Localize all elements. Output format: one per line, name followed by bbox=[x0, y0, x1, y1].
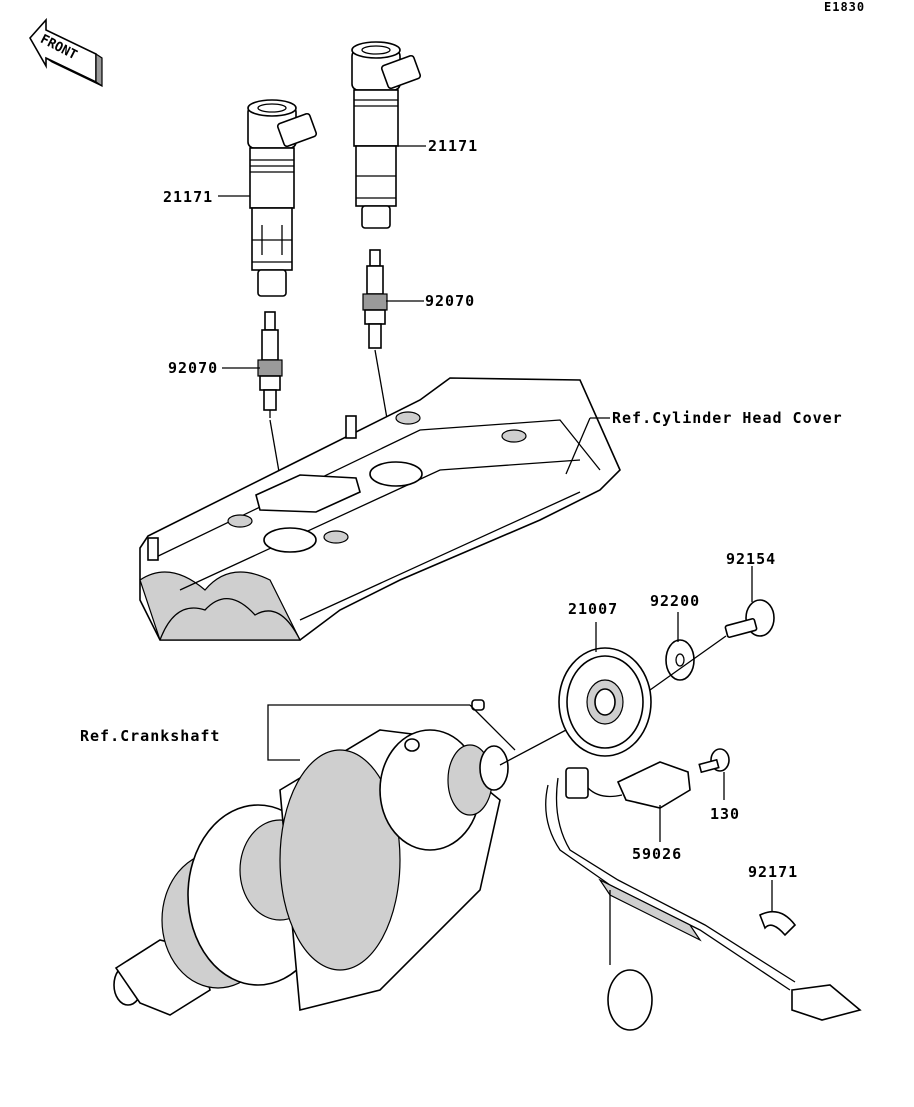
spark-plug-left[interactable] bbox=[257, 311, 283, 418]
pickup-coil-harness[interactable] bbox=[545, 761, 862, 1031]
label-crankshaft: Ref.Crankshaft bbox=[80, 727, 221, 745]
label-pickup-coil: 59026 bbox=[632, 845, 683, 863]
ignition-coil-right[interactable] bbox=[351, 41, 422, 229]
label-coil-left: 21171 bbox=[163, 188, 214, 206]
crankshaft[interactable] bbox=[113, 699, 509, 1016]
rotor-bolt[interactable] bbox=[724, 599, 775, 639]
diagram-code: E1830 bbox=[824, 0, 866, 14]
label-pickup-bolt: 130 bbox=[710, 805, 741, 823]
label-coil-right: 21171 bbox=[428, 137, 479, 155]
ignition-coil-left[interactable] bbox=[247, 99, 318, 297]
timing-rotor[interactable] bbox=[558, 647, 652, 757]
label-plug-left: 92070 bbox=[168, 359, 219, 377]
clamp[interactable] bbox=[758, 910, 797, 937]
label-rotor-bolt: 92154 bbox=[726, 550, 777, 568]
label-clamp: 92171 bbox=[748, 863, 799, 881]
front-arrow-icon: FRONT bbox=[29, 17, 103, 88]
label-rotor: 21007 bbox=[568, 600, 619, 618]
cylinder-head-cover[interactable] bbox=[139, 377, 621, 641]
spark-plug-right[interactable] bbox=[362, 249, 388, 349]
label-washer: 92200 bbox=[650, 592, 701, 610]
label-plug-right: 92070 bbox=[425, 292, 476, 310]
label-cylinder-head-cover: Ref.Cylinder Head Cover bbox=[612, 409, 843, 427]
pickup-bolt[interactable] bbox=[698, 748, 730, 774]
washer[interactable] bbox=[665, 639, 695, 681]
